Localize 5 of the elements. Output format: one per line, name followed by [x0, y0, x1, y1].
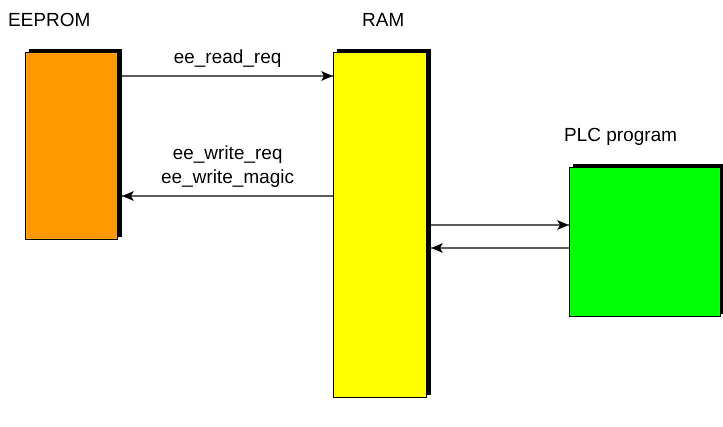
block-title: PLC program: [564, 125, 677, 147]
block-title: EEPROM: [8, 10, 90, 32]
arrow: [431, 220, 569, 230]
arrow: [431, 243, 569, 253]
block-title: RAM: [362, 10, 404, 32]
